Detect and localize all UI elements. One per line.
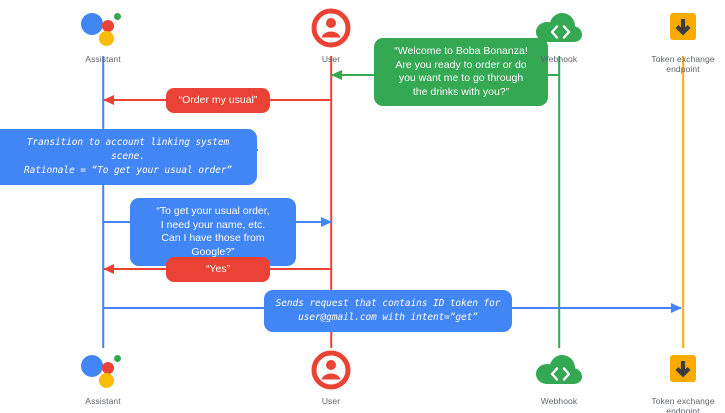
actor-label-webhook: Webhook <box>540 396 578 406</box>
message-order-my-usual: “Order my usual” <box>166 88 270 113</box>
download-box-icon <box>623 348 725 392</box>
message-welcome-text: “Welcome to Boba Bonanza! Are you ready … <box>394 45 528 98</box>
google-assistant-icon <box>43 6 163 50</box>
actor-user-top[interactable]: User <box>271 6 391 64</box>
actor-label-webhook: Webhook <box>540 54 578 64</box>
lifeline-webhook <box>558 56 560 348</box>
arrow-head <box>103 264 114 274</box>
message-welcome: “Welcome to Boba Bonanza! Are you ready … <box>374 38 548 106</box>
message-need-name-text: “To get your usual order, I need your na… <box>156 205 270 258</box>
actor-label-user: User <box>321 54 341 64</box>
actor-label-token-endpoint: Token exchange endpoint <box>651 54 715 74</box>
message-yes: “Yes” <box>166 257 270 282</box>
message-sends-request: Sends request that contains ID token for… <box>264 290 512 332</box>
arrow-head <box>103 95 114 105</box>
actor-assistant-top[interactable]: Assistant <box>43 6 163 64</box>
arrow-head <box>671 303 682 313</box>
actor-label-assistant: Assistant <box>85 54 121 64</box>
assistant-red-dot-icon <box>102 20 114 32</box>
assistant-yellow-dot-icon <box>99 373 114 388</box>
message-transition-note: Transition to account linking system sce… <box>0 129 257 185</box>
actor-user-bottom[interactable]: User <box>271 348 391 406</box>
download-box-icon <box>623 6 725 50</box>
cloud-code-icon <box>499 348 619 392</box>
assistant-red-dot-icon <box>102 362 114 374</box>
message-need-name: “To get your usual order, I need your na… <box>130 198 296 266</box>
assistant-green-dot-icon <box>114 355 121 362</box>
actor-label-token-endpoint: Token exchange endpoint <box>651 396 715 413</box>
arrow-head <box>321 217 332 227</box>
lifeline-token-endpoint <box>682 56 684 348</box>
message-order-my-usual-text: “Order my usual” <box>178 94 258 106</box>
message-transition-note-text: Transition to account linking system sce… <box>24 137 232 176</box>
actor-label-assistant: Assistant <box>85 396 121 406</box>
assistant-green-dot-icon <box>114 13 121 20</box>
actor-webhook-top[interactable]: Webhook <box>499 6 619 64</box>
lifeline-assistant <box>102 56 104 348</box>
actor-token-endpoint-bottom[interactable]: Token exchange endpoint <box>623 348 725 413</box>
google-assistant-icon <box>43 348 163 392</box>
message-yes-text: “Yes” <box>205 263 231 275</box>
actor-assistant-bottom[interactable]: Assistant <box>43 348 163 406</box>
cloud-code-icon <box>499 6 619 50</box>
lifeline-user <box>330 56 332 348</box>
assistant-yellow-dot-icon <box>99 31 114 46</box>
actor-token-endpoint-top[interactable]: Token exchange endpoint <box>623 6 725 74</box>
actor-webhook-bottom[interactable]: Webhook <box>499 348 619 406</box>
arrow-head <box>331 70 342 80</box>
message-sends-request-text: Sends request that contains ID token for… <box>275 298 501 323</box>
user-account-icon <box>271 348 391 392</box>
actor-label-user: User <box>321 396 341 406</box>
user-account-icon <box>271 6 391 50</box>
assistant-blue-dot-icon <box>81 13 103 35</box>
assistant-blue-dot-icon <box>81 355 103 377</box>
